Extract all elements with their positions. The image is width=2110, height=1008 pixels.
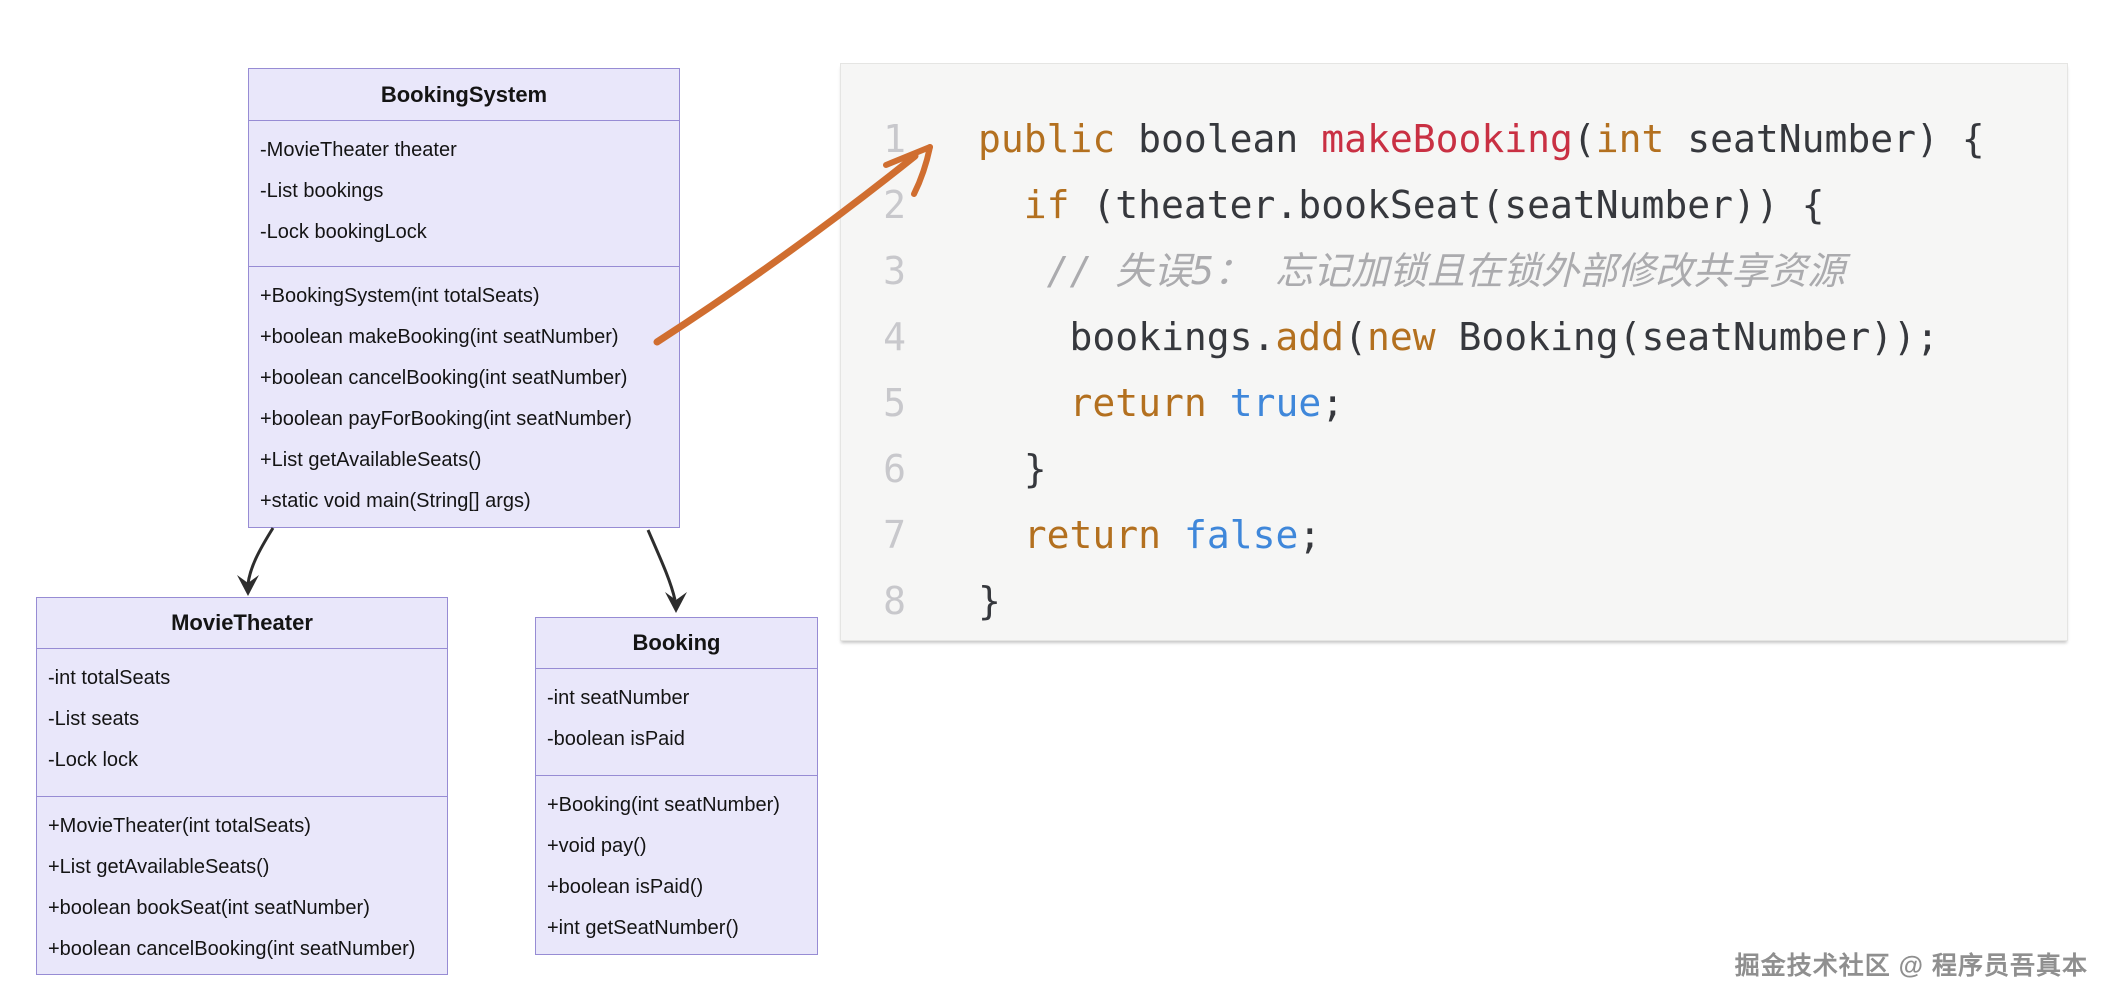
line-number: 4: [883, 315, 906, 359]
code-line: 1 public boolean makeBooking(int seatNumb…: [841, 106, 2067, 172]
line-number: 2: [883, 183, 906, 227]
code-text: return false;: [1023, 513, 1322, 557]
class-method: +boolean payForBooking(int seatNumber): [260, 408, 632, 430]
class-method: +List getAvailableSeats(): [260, 449, 482, 471]
code-text: bookings.add(new Booking(seatNumber));: [978, 315, 1939, 359]
code-line: 7 return false;: [841, 502, 2067, 568]
class-attribute: -List seats: [48, 708, 140, 730]
class-attribute: -List bookings: [260, 180, 384, 202]
line-number: 6: [883, 447, 906, 491]
code-snippet-panel: 1 public boolean makeBooking(int seatNumb…: [840, 63, 2068, 641]
class-box-bookingsystem: BookingSystem -MovieTheater theater -List…: [248, 68, 680, 528]
code-line: 2 if (theater.bookSeat(seatNumber)) {: [841, 172, 2067, 238]
class-attributes-section: -int seatNumber -boolean isPaid: [536, 669, 817, 775]
class-method: +List getAvailableSeats(): [48, 856, 270, 878]
class-box-movietheater: MovieTheater -int totalSeats-List seats-…: [36, 597, 448, 975]
class-method: +boolean isPaid(): [547, 876, 704, 898]
class-title: Booking: [536, 618, 817, 669]
class-attributes-section: -MovieTheater theater -List bookings -Lock…: [249, 121, 679, 266]
association-arrow-to-movietheater: [237, 527, 275, 596]
class-methods-section: +Booking(int seatNumber) +void pay() +bool…: [536, 775, 817, 956]
watermark-text: 掘金技术社区 @ 程序员吾真本: [1734, 952, 2088, 980]
line-number: 7: [883, 513, 906, 557]
code-line: 3 // 失误5： 忘记加锁且在锁外部修改共享资源: [841, 238, 2067, 304]
class-methods-section: +MovieTheater(int totalSeats) +List getAv…: [37, 796, 447, 977]
class-attribute: -Lock bookingLock: [260, 221, 427, 243]
class-method: +int getSeatNumber(): [547, 917, 739, 939]
line-number: 3: [883, 249, 906, 293]
class-method: +static void main(String[] args): [260, 490, 531, 512]
class-title: MovieTheater: [37, 598, 447, 649]
class-attributes-section: -int totalSeats -List seats -Lock lock: [37, 649, 447, 796]
association-arrow-to-booking: [646, 529, 687, 613]
code-text: // 失误5： 忘记加锁且在锁外部修改共享资源: [978, 249, 1846, 293]
line-number: 1: [883, 117, 906, 161]
class-method: +void pay(): [547, 835, 647, 857]
class-attribute: -int totalSeats: [48, 667, 171, 689]
class-method: +BookingSystem(int totalSeats): [260, 285, 540, 307]
class-method: +MovieTheater(int totalSeats): [48, 815, 311, 837]
class-methods-section: +BookingSystem(int totalSeats) +boolean m…: [249, 266, 679, 529]
code-line: 6 }: [841, 436, 2067, 502]
class-attribute: -Lock lock: [48, 749, 139, 771]
line-number: 5: [883, 381, 906, 425]
class-method: +Booking(int seatNumber): [547, 794, 780, 816]
code-text: public boolean makeBooking(int seatNumbe…: [978, 117, 1985, 161]
code-line: 4 bookings.add(new Booking(seatNumber));: [841, 304, 2067, 370]
class-method: +boolean makeBooking(int seatNumber): [260, 326, 619, 348]
code-text: }: [978, 579, 1001, 623]
class-title: BookingSystem: [249, 69, 679, 121]
code-text: return true;: [1069, 381, 1345, 425]
code-text: }: [978, 447, 1047, 491]
class-attribute: -boolean isPaid: [547, 728, 685, 750]
class-method: +boolean bookSeat(int seatNumber): [48, 897, 370, 919]
line-number: 8: [883, 579, 906, 623]
class-box-booking: Booking -int seatNumber -boolean isPaid +…: [535, 617, 818, 955]
code-line: 5 return true;: [841, 370, 2067, 436]
class-attribute: -MovieTheater theater: [260, 139, 457, 161]
code-text: if (theater.bookSeat(seatNumber)) {: [1023, 183, 1825, 227]
class-method: +boolean cancelBooking(int seatNumber): [48, 938, 416, 960]
class-attribute: -int seatNumber: [547, 687, 690, 709]
class-method: +boolean cancelBooking(int seatNumber): [260, 367, 628, 389]
code-line: 8}: [841, 568, 2067, 634]
